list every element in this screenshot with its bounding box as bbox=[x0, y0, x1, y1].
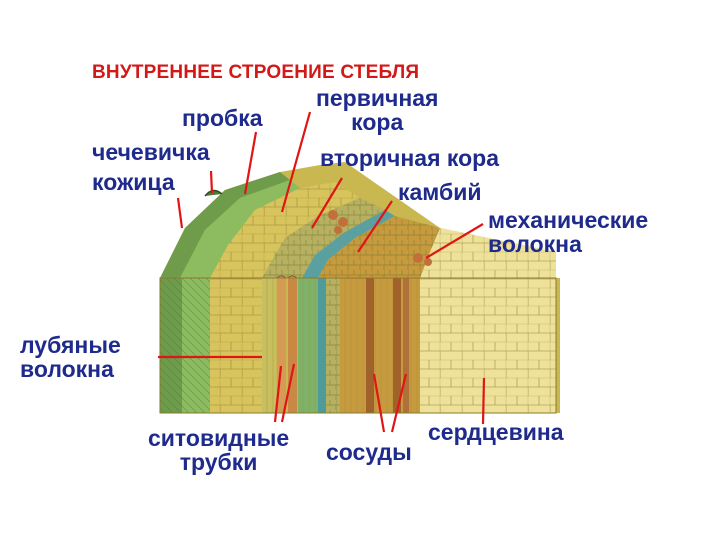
stem-front-face bbox=[160, 276, 560, 413]
label-probka: пробка bbox=[182, 106, 263, 130]
label-mekhanicheskie-volokna-line2: волокна bbox=[488, 232, 648, 256]
diagram-title: ВНУТРЕННЕЕ СТРОЕНИЕ СТЕБЛЯ bbox=[92, 62, 419, 84]
label-sitovidnye-trubki-line2: трубки bbox=[148, 450, 289, 474]
label-kozhitsa: кожица bbox=[92, 170, 175, 194]
label-lubyanye-volokna-line1: лубяные bbox=[20, 333, 121, 357]
label-lubyanye-volokna-line2: волокна bbox=[20, 357, 121, 381]
label-pervichnaya-kora-line2: кора bbox=[316, 110, 438, 134]
label-sitovidnye-trubki: ситовидные трубки bbox=[148, 426, 289, 474]
label-sosudy: сосуды bbox=[326, 440, 412, 464]
label-pervichnaya-kora-line1: первичная bbox=[316, 86, 438, 110]
label-chechevichka: чечевичка bbox=[92, 140, 210, 164]
label-serdtsevina: сердцевина bbox=[428, 420, 564, 444]
pointer-kozhitsa bbox=[178, 198, 182, 228]
label-pervichnaya-kora: первичная кора bbox=[316, 86, 438, 134]
label-sitovidnye-trubki-line1: ситовидные bbox=[148, 426, 289, 450]
label-vtorichnaya-kora: вторичная кора bbox=[320, 146, 499, 170]
label-mekhanicheskie-volokna: механические волокна bbox=[488, 208, 648, 256]
pointer-chechevichka bbox=[211, 171, 212, 193]
pointer-serdtsevina bbox=[483, 378, 484, 424]
label-lubyanye-volokna: лубяные волокна bbox=[20, 333, 121, 381]
label-mekhanicheskie-volokna-line1: механические bbox=[488, 208, 648, 232]
label-kambiy: камбий bbox=[398, 180, 482, 204]
